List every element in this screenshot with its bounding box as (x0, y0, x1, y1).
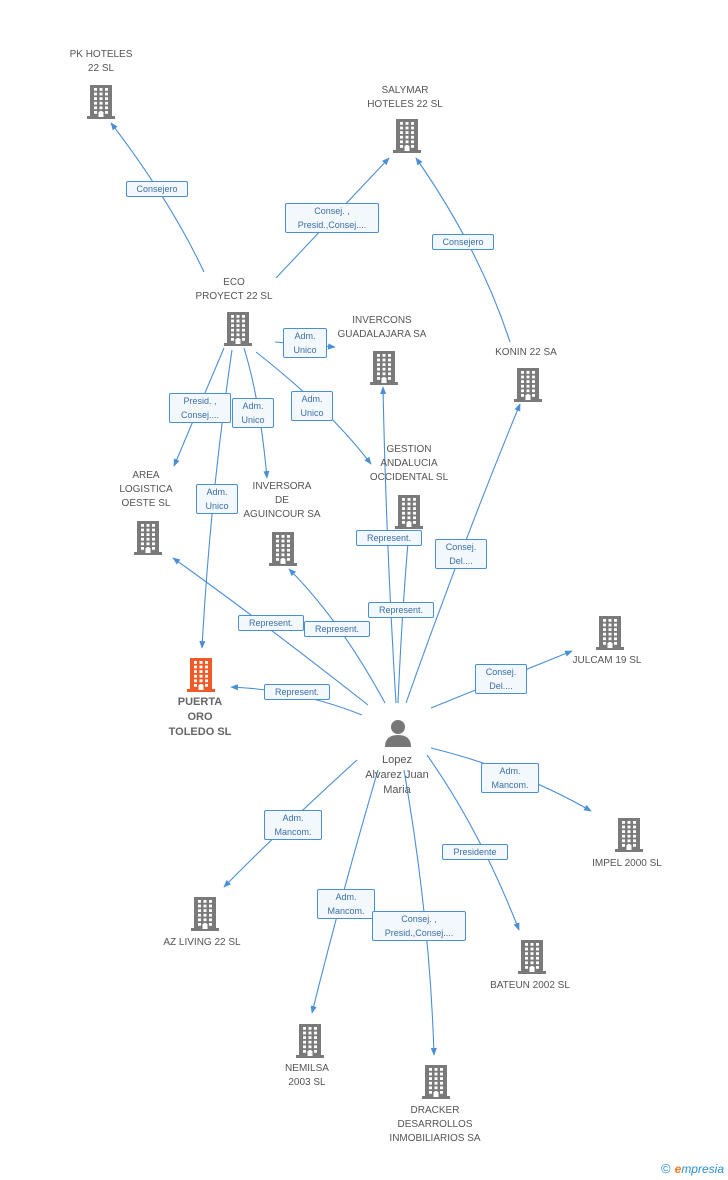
edge-label-lopez-julcam[interactable]: Consej. Del.... (475, 664, 527, 694)
building-icon[interactable] (295, 1022, 325, 1063)
edge-label-lopez-bateun[interactable]: Presidente (442, 844, 508, 860)
edge-label-lopez-impel[interactable]: Adm. Mancom. (481, 763, 539, 793)
node-label-bateun[interactable]: BATEUN 2002 SL (490, 980, 570, 991)
node-label-azliving[interactable]: AZ LIVING 22 SL (163, 937, 241, 948)
edge-label-lopez-nemilsa[interactable]: Adm. Mancom. (317, 889, 375, 919)
edge-label-lopez-inversora[interactable]: Represent. (304, 621, 370, 637)
node-label-nemilsa[interactable]: NEMILSA 2003 SL (285, 1063, 329, 1088)
building-icon[interactable] (392, 117, 422, 158)
brand-logo-text: mpresia (681, 1162, 724, 1176)
node-label-inversora[interactable]: INVERSORA DE AGUINCOUR SA (243, 481, 321, 520)
building-icon[interactable] (513, 366, 543, 407)
copyright-symbol: © (661, 1161, 671, 1176)
edge-label-eco-inversora[interactable]: Adm. Unico (232, 398, 274, 428)
edge-label-eco-salymar[interactable]: Consej. , Presid.,Consej.... (285, 203, 379, 233)
edge-label-lopez-gestion[interactable]: Represent. (356, 530, 422, 546)
building-icon[interactable] (186, 656, 216, 697)
edge-konin-salymar (415, 157, 511, 343)
edge-label-eco-invercons[interactable]: Adm. Unico (283, 328, 327, 358)
node-label-salymar[interactable]: SALYMAR HOTELES 22 SL (367, 85, 443, 110)
node-label-impel[interactable]: IMPEL 2000 SL (592, 858, 662, 869)
node-label-gestion[interactable]: GESTION ANDALUCIA OCCIDENTAL SL (369, 444, 449, 483)
node-label-konin[interactable]: KONIN 22 SA (495, 347, 557, 358)
building-icon[interactable] (369, 349, 399, 390)
building-icon[interactable] (595, 614, 625, 655)
node-label-pk[interactable]: PK HOTELES 22 SL (69, 49, 133, 74)
edge-label-eco-puerta[interactable]: Adm. Unico (196, 484, 238, 514)
node-label-lopez[interactable]: Lopez Alvarez Juan Maria (365, 754, 429, 796)
edge-label-lopez-puerta[interactable]: Represent. (264, 684, 330, 700)
edge-label-lopez-azliving[interactable]: Adm. Mancom. (264, 810, 322, 840)
brand-logo-initial: e (674, 1162, 682, 1176)
node-label-puerta[interactable]: PUERTA ORO TOLEDO SL (168, 696, 232, 738)
edge-label-eco-pk[interactable]: Consejero (126, 181, 188, 197)
building-icon[interactable] (517, 938, 547, 979)
node-label-eco[interactable]: ECO PROYECT 22 SL (195, 277, 273, 302)
building-icon[interactable] (268, 530, 298, 571)
node-label-area[interactable]: AREA LOGISTICA OESTE SL (119, 470, 173, 509)
edge-label-lopez-area[interactable]: Represent. (238, 615, 304, 631)
person-icon[interactable] (383, 718, 413, 753)
edge-eco-pk (110, 122, 205, 273)
edge-label-konin-salymar[interactable]: Consejero (432, 234, 494, 250)
building-icon[interactable] (133, 519, 163, 560)
node-label-julcam[interactable]: JULCAM 19 SL (572, 655, 642, 666)
node-label-dracker[interactable]: DRACKER DESARROLLOS INMOBILIARIOS SA (389, 1105, 481, 1144)
node-label-invercons[interactable]: INVERCONS GUADALAJARA SA (337, 315, 427, 340)
edge-label-eco-gestion[interactable]: Adm. Unico (291, 391, 333, 421)
edge-label-lopez-dracker[interactable]: Consej. , Presid.,Consej.... (372, 911, 466, 941)
edge-label-eco-area[interactable]: Presid. , Consej.... (169, 393, 231, 423)
building-icon[interactable] (223, 310, 253, 351)
brand-footer: ©empresia (661, 1161, 724, 1176)
edge-label-lopez-invercons[interactable]: Represent. (368, 602, 434, 618)
building-icon[interactable] (86, 83, 116, 124)
building-icon[interactable] (421, 1063, 451, 1104)
building-icon[interactable] (394, 493, 424, 534)
building-icon[interactable] (614, 816, 644, 857)
edge-lopez-bateun (426, 754, 520, 931)
building-icon[interactable] (190, 895, 220, 936)
edge-label-lopez-konin[interactable]: Consej. Del.... (435, 539, 487, 569)
